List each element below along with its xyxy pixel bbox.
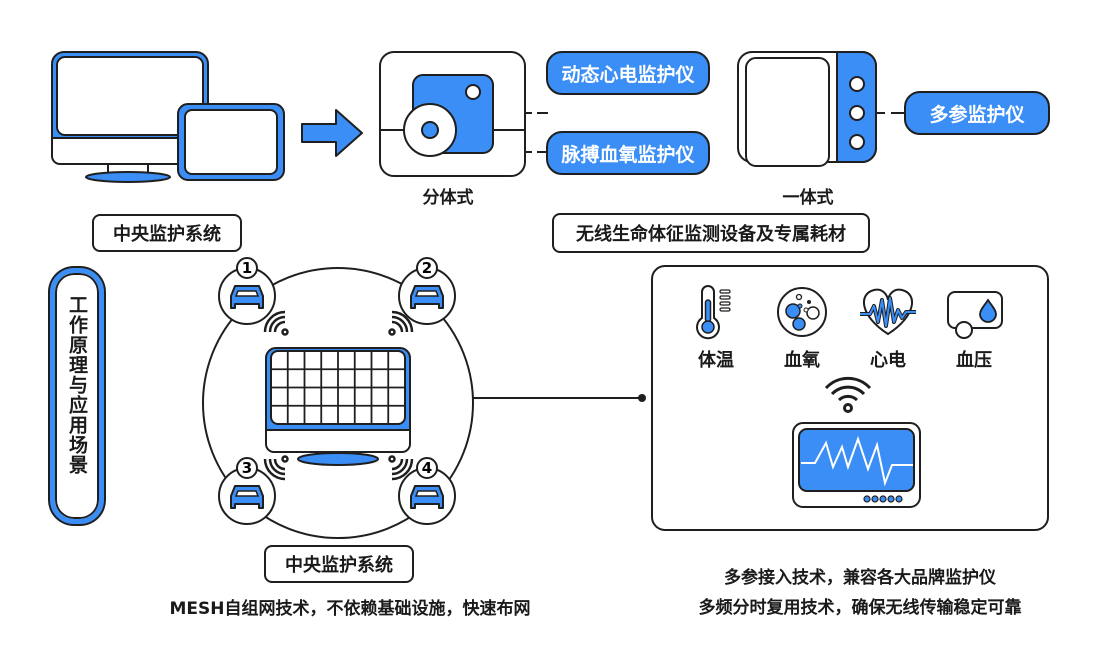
integrated-device-illustration bbox=[737, 51, 904, 167]
bed-number: 4 bbox=[422, 459, 432, 477]
central-monitor-icon bbox=[265, 347, 411, 466]
bed-number: 3 bbox=[242, 459, 252, 477]
feature-line-1: 多参接入技术，兼容各大品牌监护仪 bbox=[724, 568, 996, 588]
desktop-monitor-icon bbox=[51, 51, 209, 183]
device-pill-multi-parameter-monitor: 多参监护仪 bbox=[904, 91, 1050, 135]
vital-label-ecg: 心电 bbox=[870, 350, 906, 371]
mesh-network-diagram: 1 2 3 4 bbox=[202, 257, 646, 539]
feature-line-2: 多频分时复用技术，确保无线传输稳定可靠 bbox=[698, 598, 1022, 618]
bed-node-2: 2 bbox=[398, 257, 456, 325]
device-pill-pulse-oximeter: 脉搏血氧监护仪 bbox=[546, 131, 710, 175]
working-principle-title: 工作原理与应用场景 bbox=[50, 268, 104, 524]
signal-icon-top-left bbox=[263, 310, 289, 336]
bed-icon bbox=[410, 285, 444, 309]
vitals-icons bbox=[696, 285, 1003, 508]
signal-icon-bottom-right bbox=[388, 455, 414, 481]
wireless-devices-label: 无线生命体征监测设备及专属耗材 bbox=[552, 213, 870, 253]
bed-icon bbox=[230, 485, 264, 509]
wifi-icon bbox=[824, 376, 872, 413]
integrated-type-caption: 一体式 bbox=[782, 188, 834, 208]
bed-icon bbox=[230, 285, 264, 309]
bed-node-3: 3 bbox=[218, 457, 276, 525]
central-monitor-illustration bbox=[51, 51, 285, 183]
blood-oxygen-icon bbox=[777, 287, 827, 337]
mesh-network-ring bbox=[202, 267, 474, 539]
bed-number: 2 bbox=[422, 259, 432, 277]
vital-label-blood-pressure: 血压 bbox=[956, 350, 992, 371]
bed-icon bbox=[410, 485, 444, 509]
signal-icon-bottom-left bbox=[263, 455, 289, 481]
tablet-icon bbox=[177, 103, 285, 181]
thermometer-icon bbox=[696, 285, 731, 340]
central-system-label-bottom: 中央监护系统 bbox=[264, 545, 414, 583]
bed-number: 1 bbox=[242, 259, 252, 277]
mesh-description: MESH自组网技术，不依赖基础设施，快速布网 bbox=[169, 599, 531, 619]
vital-label-temperature: 体温 bbox=[698, 350, 734, 371]
central-system-label-top: 中央监护系统 bbox=[92, 214, 242, 252]
split-type-caption: 分体式 bbox=[422, 188, 474, 208]
bed-node-1: 1 bbox=[218, 257, 276, 325]
device-pill-ecg-monitor: 动态心电监护仪 bbox=[546, 51, 710, 95]
patient-monitor-icon bbox=[792, 422, 921, 508]
arrow-right-icon bbox=[301, 109, 363, 157]
connector-dot bbox=[638, 394, 646, 402]
signal-icon-top-right bbox=[388, 310, 414, 336]
bed-node-4: 4 bbox=[398, 457, 456, 525]
ecg-waveform bbox=[801, 435, 913, 487]
vital-label-blood-oxygen: 血氧 bbox=[784, 350, 820, 371]
split-type-device-illustration bbox=[379, 51, 548, 177]
heart-ecg-icon bbox=[860, 288, 916, 336]
blood-pressure-icon bbox=[947, 291, 1003, 339]
